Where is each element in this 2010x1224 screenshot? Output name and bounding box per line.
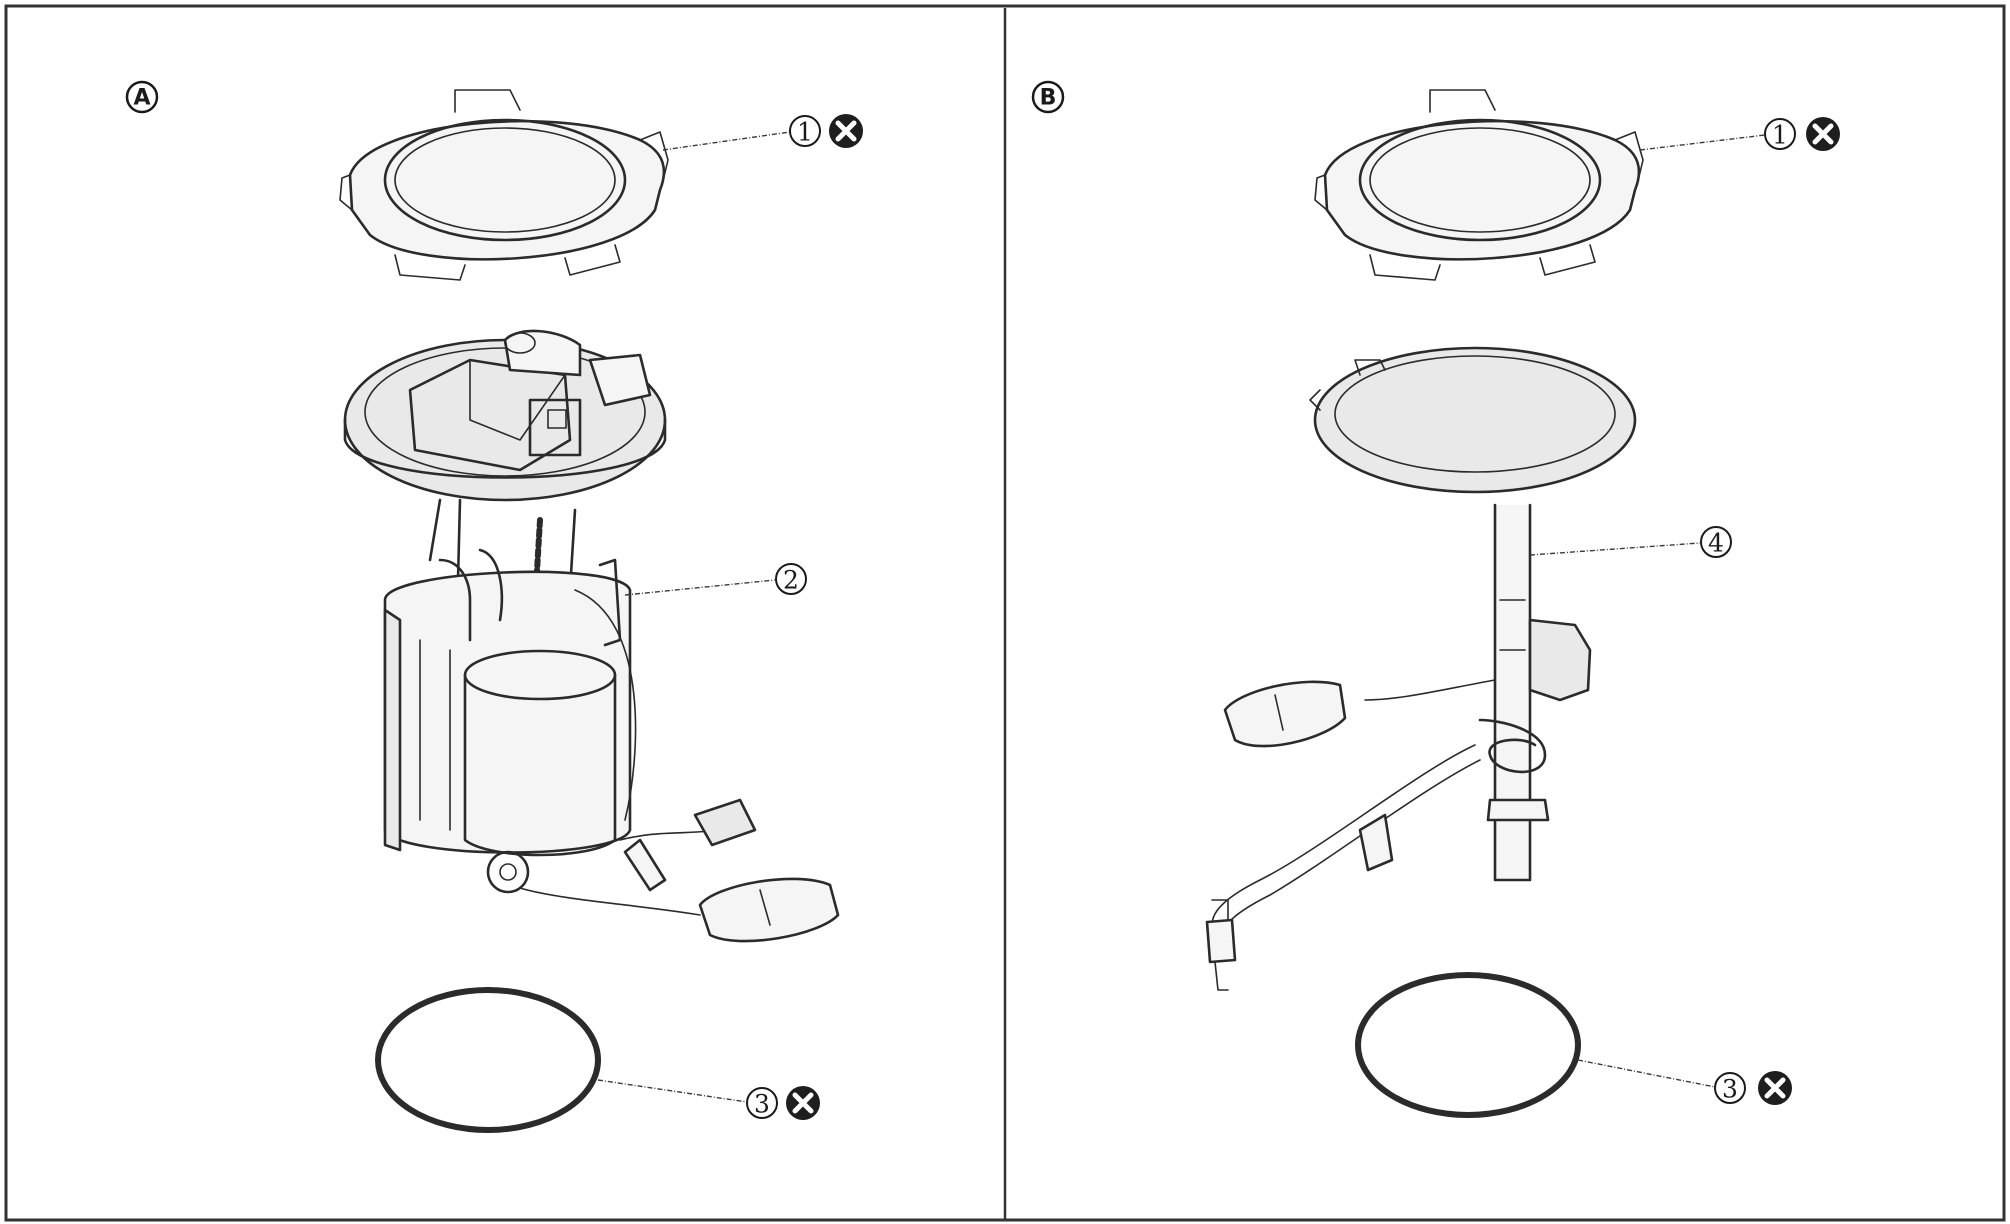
x-circle-icon xyxy=(829,114,863,148)
svg-text:A: A xyxy=(133,86,150,111)
fuel-level-sensor xyxy=(1205,346,1637,991)
o-ring-part-a xyxy=(375,987,601,1133)
callout-a-3: 3 xyxy=(597,1079,820,1120)
callout-b-3: 3 xyxy=(1577,1059,1792,1105)
svg-text:4: 4 xyxy=(1708,529,1724,558)
callout-b-1: 1 xyxy=(1639,117,1840,151)
panel-b: B xyxy=(1031,80,1840,1118)
svg-text:1: 1 xyxy=(1772,121,1788,150)
x-circle-icon xyxy=(1806,117,1840,151)
callout-a-2: 2 xyxy=(624,563,807,596)
panel-a: A xyxy=(125,80,863,1133)
svg-text:1: 1 xyxy=(797,118,813,147)
x-circle-icon xyxy=(1758,1071,1792,1105)
o-ring-part-b xyxy=(1355,972,1581,1118)
callout-b-4: 4 xyxy=(1529,526,1732,558)
callout-a-1: 1 xyxy=(662,114,863,151)
svg-text:2: 2 xyxy=(783,566,799,595)
retainer-ring-part-b xyxy=(1314,89,1644,281)
panel-b-label: B xyxy=(1031,80,1065,114)
fuel-pump-module xyxy=(343,329,840,943)
x-circle-icon xyxy=(786,1086,820,1120)
panel-a-label: A xyxy=(125,80,159,114)
svg-text:B: B xyxy=(1040,86,1057,111)
svg-text:3: 3 xyxy=(754,1090,770,1119)
svg-text:3: 3 xyxy=(1722,1075,1738,1104)
retainer-ring-part-a xyxy=(339,89,669,281)
